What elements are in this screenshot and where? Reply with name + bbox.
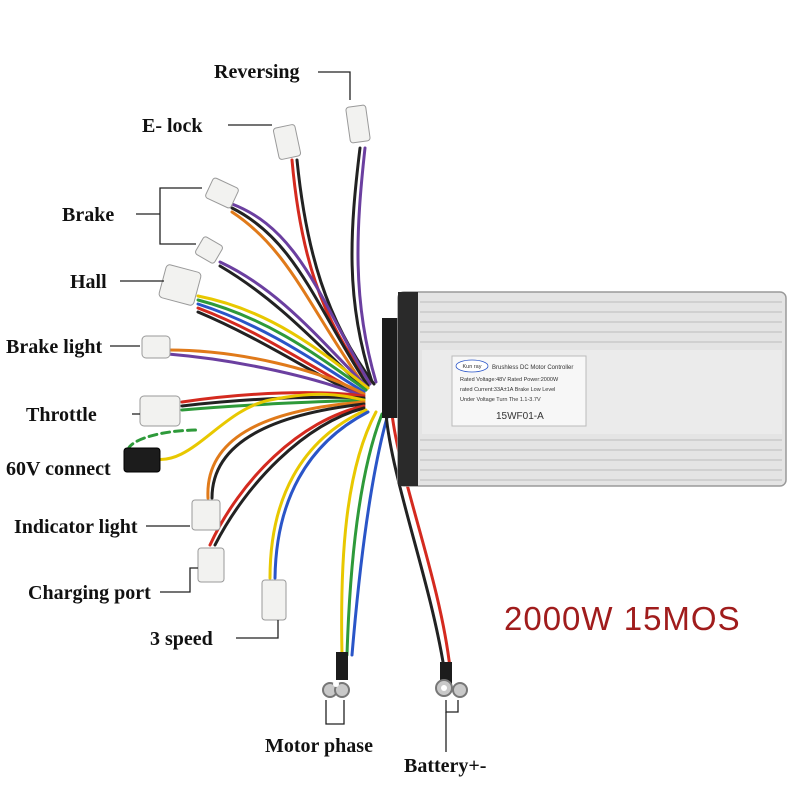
battery-terminals [435, 662, 468, 698]
label-elock: E- lock [142, 115, 203, 137]
plate-brand: Kun ray [463, 364, 482, 370]
leader-lines [110, 71, 459, 752]
controller-label-plate: Kun ray Brushless DC Motor Controller Ra… [451, 355, 587, 427]
plate-heading: Brushless DC Motor Controller [492, 365, 573, 371]
reversing-connector [345, 104, 371, 144]
3-speed-connector [261, 579, 287, 621]
plate-line2: rated Current:33A±1A Brake Low Level [460, 387, 555, 393]
plate-model: 15WF01-A [496, 411, 544, 422]
label-throttle: Throttle [26, 404, 97, 426]
heatsink-fins-top [420, 301, 782, 343]
component-labels: Reversing E- lock Brake Hall Brake light… [6, 61, 486, 777]
brake-light-connector [141, 335, 171, 359]
label-charging-port: Charging port [28, 582, 151, 604]
label-brake: Brake [62, 204, 114, 226]
motor-phase-terminals [322, 652, 350, 698]
brake-connector-top [205, 177, 239, 209]
label-3-speed: 3 speed [150, 628, 213, 650]
label-battery: Battery+- [404, 755, 486, 777]
label-hall: Hall [70, 271, 107, 293]
label-reversing: Reversing [214, 61, 300, 83]
hall-connector [158, 264, 202, 306]
wire-harness [126, 146, 452, 670]
connectors [123, 104, 468, 698]
charging-port-connector [197, 547, 225, 583]
controller-housing: Kun ray Brushless DC Motor Controller Ra… [382, 291, 787, 487]
label-brake-light: Brake light [6, 336, 102, 358]
label-indicator-light: Indicator light [14, 516, 138, 538]
throttle-connector [139, 395, 181, 427]
label-60v-connect: 60V connect [6, 458, 111, 480]
brake-connector-bottom [195, 236, 223, 264]
product-title: 2000W 15MOS [504, 600, 741, 637]
heatsink-fins-bottom [420, 439, 782, 481]
elock-connector [272, 124, 302, 160]
60v-connector [123, 447, 161, 473]
label-motor-phase: Motor phase [265, 735, 373, 757]
indicator-light-connector [191, 499, 221, 531]
plate-line1: Rated Voltage:48V Rated Power:2000W [460, 377, 559, 383]
plate-line3: Under Voltage Turn The 1.1-3.7V [460, 397, 541, 403]
